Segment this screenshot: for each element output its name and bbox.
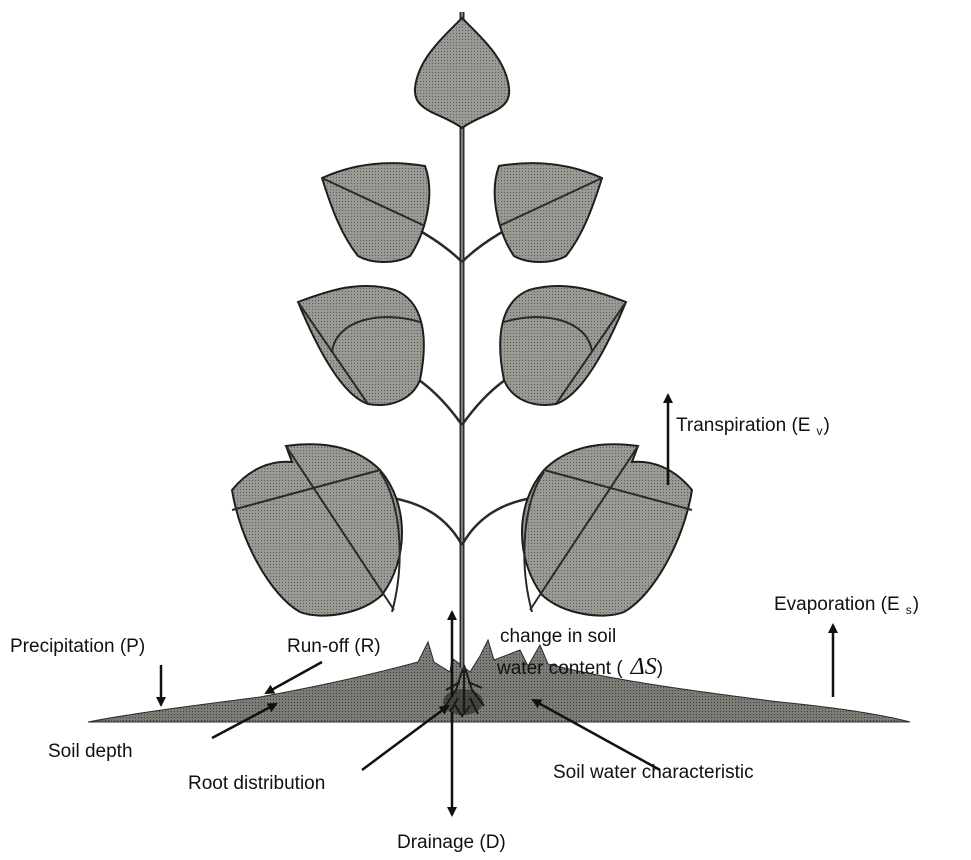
evaporation-text: Evaporation (E: [774, 594, 900, 615]
drainage-label: Drainage (D): [397, 833, 506, 852]
runoff-label: Run-off (R): [287, 637, 381, 656]
transpiration-subscript: v: [816, 424, 822, 438]
evaporation-label: Evaporation (E s): [774, 595, 919, 614]
top-leaf: [415, 18, 509, 128]
soil-water-change-close: ): [657, 658, 663, 679]
root-mass: [443, 689, 483, 715]
leaf-middle-right: [500, 286, 626, 405]
soil-water-change-text: water content (: [497, 658, 623, 679]
transpiration-close: ): [823, 415, 829, 436]
leaf-upper-right: [495, 163, 602, 262]
soil-water-change-label-line1: change in soil: [500, 627, 616, 646]
precipitation-label: Precipitation (P): [10, 637, 145, 656]
soil-depth-label: Soil depth: [48, 742, 133, 761]
evaporation-subscript: s: [906, 603, 912, 617]
soil-surface: [88, 640, 910, 722]
root-distribution-label: Root distribution: [188, 774, 325, 793]
leaf-middle-left: [298, 286, 424, 405]
evaporation-close: ): [913, 594, 919, 615]
transpiration-text: Transpiration (E: [676, 415, 810, 436]
soil-water-change-label-line2: water content ( ΔS): [497, 655, 663, 679]
soil-water-characteristic-label: Soil water characteristic: [553, 763, 754, 782]
transpiration-label: Transpiration (E v): [676, 416, 830, 435]
delta-s-symbol: ΔS: [631, 654, 657, 680]
leaf-upper-left: [322, 163, 429, 262]
